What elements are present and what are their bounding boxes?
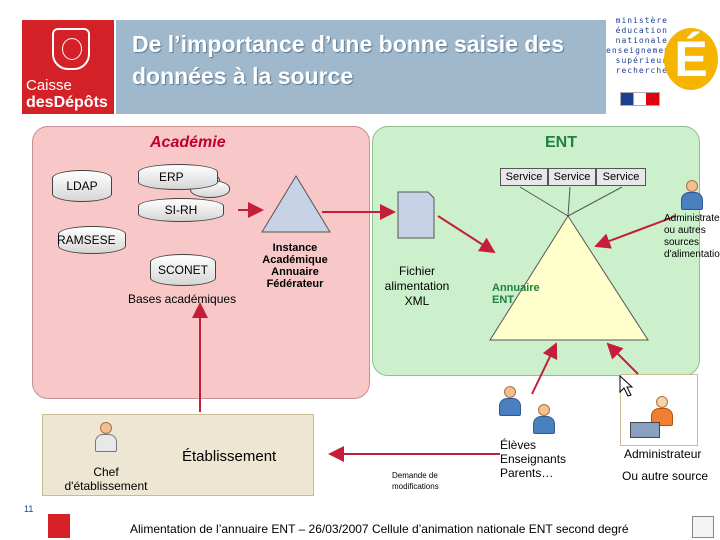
instance-label: Instance Académique Annuaire Fédérateur [262, 242, 328, 290]
etablissement-label: Établissement [182, 448, 277, 465]
republic-flag-icon [620, 92, 660, 106]
flow-arrow [606, 342, 639, 375]
ent-mini-logo [692, 516, 714, 538]
caisse-des-depots-mini-logo [48, 514, 70, 538]
administrator-icon [650, 396, 674, 428]
flow-arrow [437, 215, 496, 254]
service-link [567, 186, 571, 217]
education-e-logo: É [664, 28, 718, 90]
instance-triangle [261, 175, 331, 233]
logo-line2: desDépôts [26, 94, 108, 111]
admin-sources-label: Administrateur ou autres sources d'alime… [664, 213, 720, 260]
computer-icon [630, 422, 660, 438]
ldap-label: LDAP [66, 179, 98, 193]
users-label: Élèves Enseignants Parents… [500, 438, 567, 480]
academie-label: Académie [150, 134, 226, 151]
annuaire-label: Annuaire ENT [492, 282, 540, 306]
person-icon [532, 404, 556, 436]
person-icon [680, 180, 704, 212]
service-box: Service [596, 168, 646, 186]
annuaire-triangle [489, 215, 649, 341]
caisse-des-depots-logo: Caisse desDépôts [22, 20, 114, 114]
autre-source-label: Ou autre source [622, 469, 709, 483]
cursor-icon [619, 374, 634, 397]
page-number: 11 [24, 504, 34, 514]
ramsese-database: RAMSESE [57, 226, 126, 254]
si-rh-label: SI-RH [164, 203, 198, 217]
flow-arrow [531, 342, 558, 395]
bases-academiques-label: Bases académiques [128, 292, 237, 306]
title-banner: De l’importance d’une bonne saisie des d… [116, 20, 606, 114]
demande-label: Demande de modifications [392, 471, 439, 491]
ldap-database: LDAP [52, 170, 112, 202]
logo-line1: Caisse [26, 77, 72, 94]
service-link [519, 186, 569, 217]
person-icon [94, 422, 118, 454]
service-box: Service [500, 168, 548, 186]
service-box: Service [548, 168, 596, 186]
ministere-logo: ministère éducation nationale enseigneme… [606, 16, 676, 75]
chef-label: Chef d'établissement [64, 465, 148, 493]
ent-label: ENT [545, 134, 577, 151]
erp-database: ERP [138, 164, 218, 190]
ramsese-label: RAMSESE [57, 233, 116, 247]
erp-label: ERP [159, 170, 184, 184]
administrateur-label: Administrateur [624, 447, 702, 461]
sconet-label: SCONET [157, 263, 208, 277]
fichier-label: Fichier alimentation XML [384, 264, 450, 308]
sconet-database: SCONET [150, 254, 216, 286]
footer-text: Alimentation de l’annuaire ENT – 26/03/2… [130, 522, 629, 536]
xml-file-icon [397, 191, 435, 239]
flow-arrow [594, 215, 677, 249]
service-link [567, 186, 623, 217]
page-title: De l’importance d’une bonne saisie des d… [132, 31, 565, 89]
person-icon [498, 386, 522, 418]
etablissement-region [42, 414, 314, 496]
seal-icon [52, 28, 90, 70]
si-rh-database: SI-RH [138, 198, 224, 222]
